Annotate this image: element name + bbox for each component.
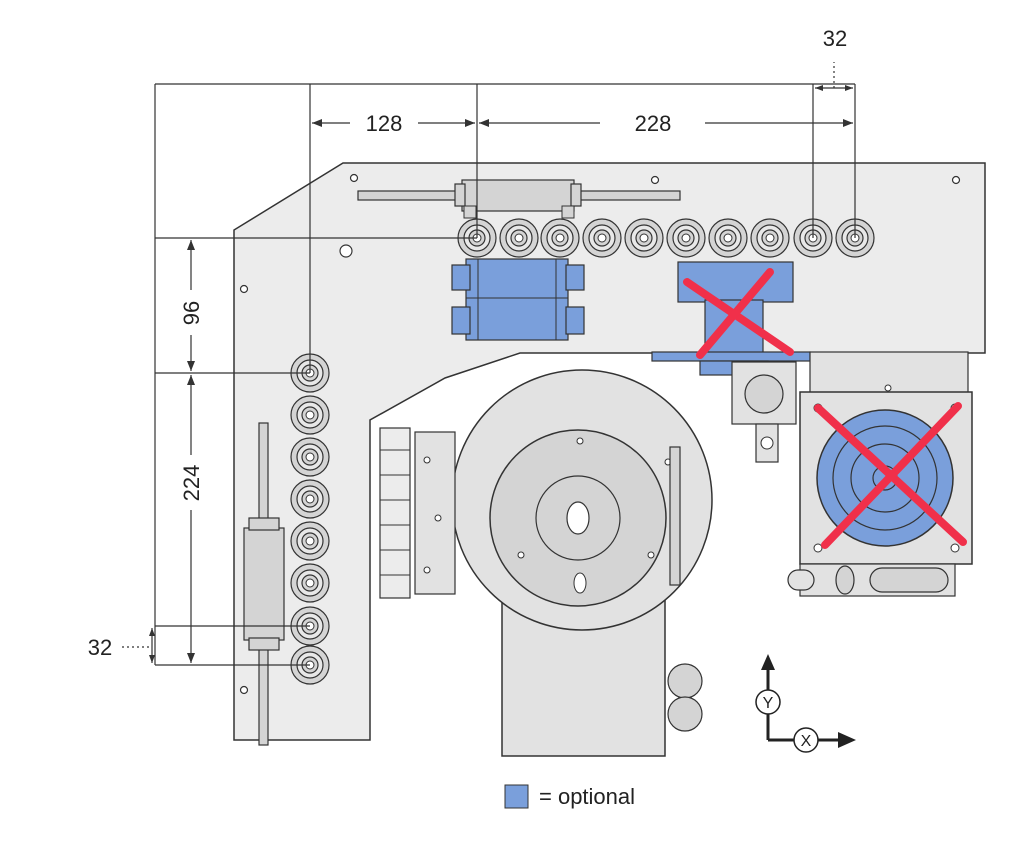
top-rail-assembly bbox=[357, 179, 681, 219]
x-axis-label: X bbox=[801, 733, 812, 750]
roller bbox=[499, 218, 539, 258]
dim-label-96: 96 bbox=[179, 301, 204, 325]
cross-mark-right-module bbox=[683, 268, 794, 359]
dim-label-left-32: 32 bbox=[88, 635, 112, 660]
roller bbox=[290, 479, 330, 519]
roller bbox=[540, 218, 580, 258]
y-axis-label: Y bbox=[763, 695, 774, 712]
optional-module-left bbox=[451, 258, 585, 341]
left-rail-assembly bbox=[243, 422, 285, 746]
right-square-unit bbox=[787, 351, 973, 597]
dim-label-228: 228 bbox=[635, 111, 672, 136]
base-plate bbox=[233, 162, 986, 741]
plate-holes bbox=[239, 173, 961, 695]
legend-swatch bbox=[504, 784, 529, 809]
roller bbox=[666, 218, 706, 258]
dim-label-128: 128 bbox=[366, 111, 403, 136]
dimension-arrows bbox=[149, 85, 853, 663]
central-machine bbox=[379, 369, 713, 757]
cross-mark-square-unit bbox=[814, 402, 967, 549]
roller bbox=[290, 437, 330, 477]
roller bbox=[624, 218, 664, 258]
dimension-lines bbox=[122, 62, 856, 666]
roller bbox=[793, 218, 833, 258]
legend-label: = optional bbox=[539, 784, 635, 809]
roller bbox=[750, 218, 790, 258]
dim-label-top-32: 32 bbox=[823, 26, 847, 51]
dim-label-224: 224 bbox=[179, 465, 204, 502]
roller bbox=[290, 563, 330, 603]
roller bbox=[582, 218, 622, 258]
axis-indicator bbox=[755, 654, 856, 753]
horizontal-roller-row bbox=[457, 218, 875, 258]
small-bracket-part bbox=[731, 361, 797, 463]
roller bbox=[290, 395, 330, 435]
roller bbox=[290, 521, 330, 561]
roller bbox=[708, 218, 748, 258]
